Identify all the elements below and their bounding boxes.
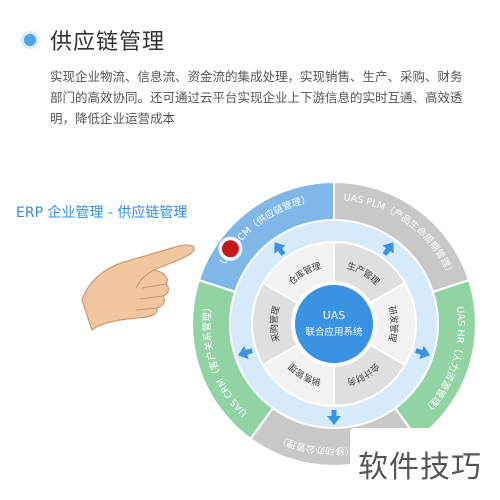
arrow-icon bbox=[274, 242, 286, 256]
arrow-icon bbox=[327, 410, 341, 425]
hotspot-icon[interactable] bbox=[221, 240, 239, 258]
bullet-dot-icon bbox=[24, 34, 36, 46]
center-subtitle: 联合应用系统 bbox=[305, 326, 363, 338]
pointing-hand-icon bbox=[81, 244, 195, 332]
description-paragraph: 实现企业物流、信息流、资金流的集成处理，实现销售、生产、采购、财务部门的高效协同… bbox=[50, 69, 463, 126]
watermark-text: 软件技巧 bbox=[358, 450, 482, 485]
arrow-icon bbox=[237, 345, 253, 360]
erp-callout-label: ERP 企业管理 - 供应链管理 bbox=[16, 205, 188, 221]
center-title: UAS bbox=[323, 309, 346, 322]
inner-ring-segment bbox=[251, 281, 299, 367]
center-circle bbox=[293, 283, 375, 365]
section-header: 供应链管理 bbox=[24, 24, 165, 56]
page-title: 供应链管理 bbox=[50, 30, 166, 55]
arrow-icon bbox=[415, 345, 431, 360]
arrow-icon bbox=[382, 242, 394, 256]
outer-ring-segment bbox=[191, 278, 275, 441]
watermark: 软件技巧 bbox=[350, 428, 498, 494]
